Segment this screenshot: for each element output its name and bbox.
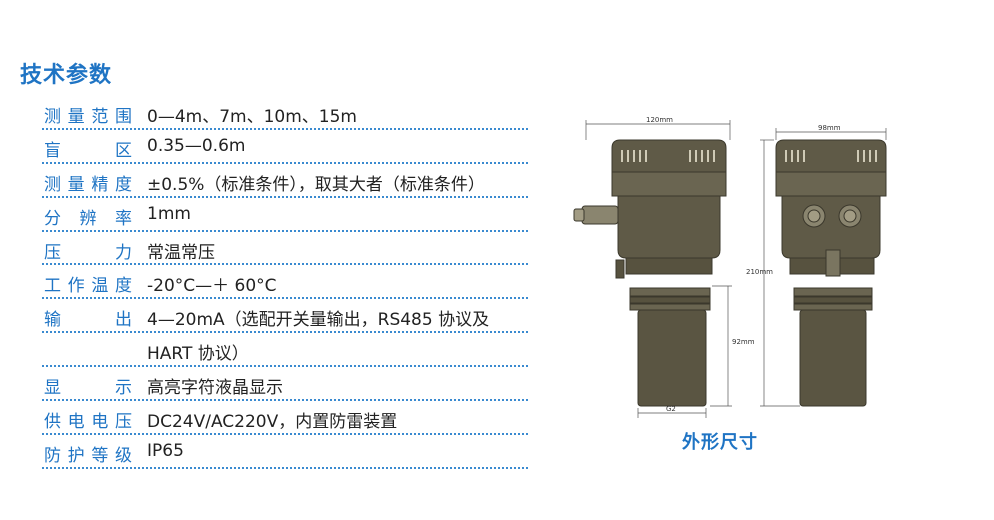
spec-label: 工作温度 xyxy=(44,276,132,297)
spec-row: 盲 区 0.35—0.6m xyxy=(42,130,528,164)
spec-value: 常温常压 xyxy=(147,242,215,263)
spec-row: 显 示 高亮字符液晶显示 xyxy=(42,365,528,402)
spec-label: 输 出 xyxy=(44,310,132,331)
row-divider xyxy=(42,399,528,402)
side-view xyxy=(775,139,887,407)
spec-value: 4—20mA（选配开关量输出，RS485 协议及 xyxy=(147,310,490,331)
probe-height-dimension: 92mm xyxy=(732,338,755,346)
front-dimension-lines xyxy=(585,120,732,418)
total-height-dimension: 210mm xyxy=(746,268,773,276)
row-divider xyxy=(42,263,528,266)
front-view xyxy=(573,139,727,407)
spec-row: 防护等级 IP65 xyxy=(42,435,528,469)
spec-row: 测量范围 0—4m、7m、10m、15m xyxy=(42,96,528,130)
row-divider xyxy=(42,432,528,435)
row-divider xyxy=(42,195,528,198)
spec-label: 供电电压 xyxy=(44,412,132,433)
spec-value: -20°C—＋ 60°C xyxy=(147,276,277,297)
spec-label: 分 辨 率 xyxy=(44,208,132,229)
spec-label: 测量范围 xyxy=(44,107,132,127)
spec-row: 分 辨 率 1mm xyxy=(42,198,528,232)
row-divider xyxy=(42,297,528,300)
spec-value: 0—4m、7m、10m、15m xyxy=(147,107,357,127)
spec-row: 压 力 常温常压 xyxy=(42,232,528,266)
spec-value: IP65 xyxy=(147,440,184,461)
spec-value: HART 协议） xyxy=(147,344,249,365)
spec-row: 工作温度 -20°C—＋ 60°C xyxy=(42,265,528,300)
spec-value: 0.35—0.6m xyxy=(147,135,246,156)
spec-value: ±0.5%（标准条件），取其大者（标准条件） xyxy=(147,174,485,195)
spec-row: 测量精度 ±0.5%（标准条件），取其大者（标准条件） xyxy=(42,164,528,198)
spec-value: 高亮字符液晶显示 xyxy=(147,378,283,399)
side-dimension-lines xyxy=(760,128,887,407)
spec-row-continued: HART 协议） xyxy=(42,333,528,367)
row-divider xyxy=(42,331,528,334)
spec-value: 1mm xyxy=(147,203,191,224)
spec-label: 压 力 xyxy=(44,242,132,263)
row-divider xyxy=(42,161,528,164)
section-title: 技术参数 xyxy=(20,63,113,88)
spec-label: 显 示 xyxy=(44,378,132,399)
spec-value: DC24V/AC220V，内置防雷装置 xyxy=(147,412,398,433)
spec-label: 防护等级 xyxy=(44,445,132,466)
row-divider xyxy=(42,229,528,232)
row-divider xyxy=(42,466,528,469)
spec-row: 输 出 4—20mA（选配开关量输出，RS485 协议及 xyxy=(42,299,528,334)
front-width-dimension: 120mm xyxy=(646,116,673,124)
spec-row: 供电电压 DC24V/AC220V，内置防雷装置 xyxy=(42,401,528,435)
thread-label: G2 xyxy=(666,405,676,413)
figure-caption: 外形尺寸 xyxy=(682,432,758,453)
spec-label: 测量精度 xyxy=(44,174,132,195)
dimension-drawing: 120mm 92mm G2 98mm 210mm xyxy=(573,116,887,418)
side-width-dimension: 98mm xyxy=(818,124,841,132)
spec-label: 盲 区 xyxy=(44,140,132,161)
row-divider xyxy=(42,127,528,130)
spec-table: 测量范围 0—4m、7m、10m、15m 盲 区 0.35—0.6m 测量精度 … xyxy=(42,96,528,469)
